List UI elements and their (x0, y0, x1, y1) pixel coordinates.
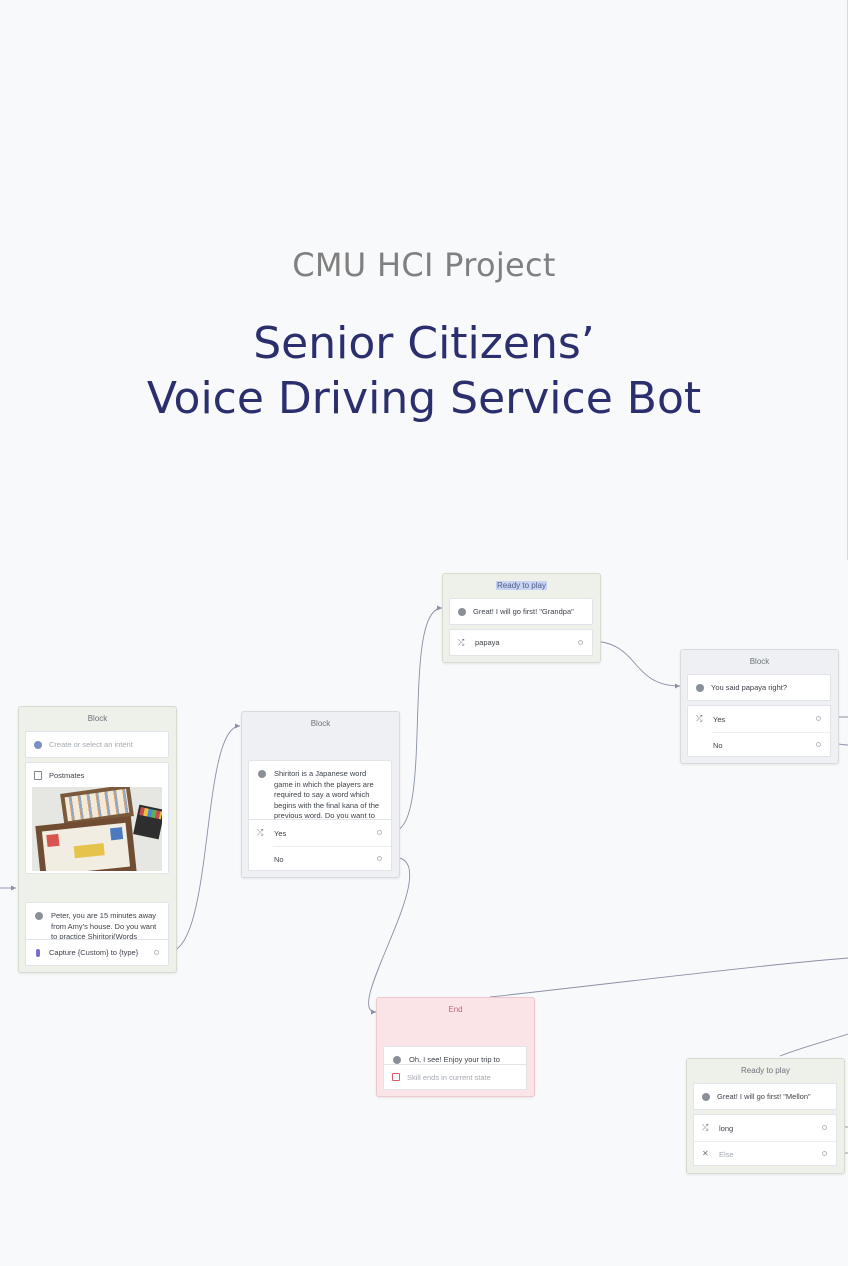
port-dot-icon[interactable] (377, 856, 382, 861)
choice-long[interactable]: ⤮ long (694, 1115, 836, 1141)
title-line-2: Voice Driving Service Bot (146, 373, 702, 424)
branch-icon: ⤮ (458, 637, 465, 647)
image-label: Postmates (49, 770, 85, 780)
block-title: Block (749, 657, 770, 666)
block-title: Block (310, 719, 331, 728)
block-start[interactable]: Block Create or select an intent Postmat… (18, 706, 177, 973)
block-end[interactable]: End Oh, I see! Enjoy your trip to Amy's!… (376, 997, 535, 1097)
message-text: You said papaya right? (711, 683, 788, 692)
title-line-1: Senior Citizens’ (253, 318, 595, 369)
document-icon (34, 770, 42, 780)
else-icon: ✕ (702, 1149, 709, 1158)
block-shiritori[interactable]: Block Shiritori is a Japanese word game … (241, 711, 400, 878)
page-title: Senior Citizens’ Voice Driving Service B… (0, 316, 848, 426)
chat-icon (393, 1056, 401, 1064)
port-dot-icon[interactable] (816, 742, 821, 747)
chat-icon (258, 770, 266, 778)
choice-label: papaya (475, 638, 500, 647)
block-title: Block (87, 714, 108, 723)
microphone-icon (36, 948, 40, 957)
port-dot-icon[interactable] (377, 830, 382, 835)
block-title: Ready to play (741, 1066, 790, 1075)
block-title: Ready to play (496, 581, 547, 590)
exit-text: Skill ends in current state (407, 1072, 491, 1082)
message-text: Great! I will go first! "Mellon" (717, 1092, 811, 1101)
port-dot-icon[interactable] (154, 949, 159, 955)
user-icon (34, 740, 42, 749)
exit-icon (392, 1073, 400, 1081)
image-card[interactable]: Postmates (25, 762, 169, 874)
chat-icon (35, 912, 43, 920)
link-papaya-to-block3 (589, 640, 681, 687)
choice-yes[interactable]: ⤮ Yes (688, 706, 830, 732)
link-yes-to-ready1 (392, 607, 443, 832)
message-card[interactable]: Great! I will go first! "Grandpa" (449, 598, 593, 625)
choice-no-label: No (713, 740, 723, 750)
branch-icon: ⤮ (257, 828, 264, 837)
choice-card[interactable]: ⤮ long ✕ Else (693, 1114, 837, 1166)
link-end-to-right (489, 957, 848, 998)
choice-no-label: No (274, 854, 284, 864)
branch-icon: ⤮ (696, 714, 703, 723)
link-capture-to-block2 (167, 725, 241, 953)
chat-icon (458, 607, 466, 616)
link-to-ready2 (779, 1033, 848, 1057)
port-dot-icon[interactable] (578, 639, 583, 645)
chat-icon (696, 683, 704, 692)
intent-selector[interactable]: Create or select an intent (25, 731, 169, 758)
capture-card[interactable]: Capture {Custom} to {type} (25, 939, 169, 966)
port-dot-icon[interactable] (816, 716, 821, 721)
message-card[interactable]: Great! I will go first! "Mellon" (693, 1083, 837, 1110)
project-subtitle: CMU HCI Project (292, 246, 556, 284)
intent-placeholder: Create or select an intent (49, 740, 133, 749)
link-no-to-end (368, 856, 411, 1013)
port-dot-icon[interactable] (822, 1125, 827, 1130)
choice-else[interactable]: ✕ Else (694, 1141, 836, 1167)
block-ready-to-play-1[interactable]: Ready to play Great! I will go first! "G… (442, 573, 601, 663)
choice-no[interactable]: No (688, 732, 830, 758)
board-games-photo (32, 787, 162, 871)
port-dot-icon[interactable] (822, 1151, 827, 1156)
chat-icon (702, 1092, 710, 1101)
choice-card[interactable]: ⤮ Yes No (687, 705, 831, 757)
choice-yes[interactable]: ⤮ Yes (249, 820, 391, 846)
choice-no[interactable]: No (249, 846, 391, 872)
choice-card[interactable]: ⤮ papaya (449, 629, 593, 656)
else-label: Else (719, 1149, 734, 1159)
choice-long-label: long (719, 1123, 734, 1133)
capture-text: Capture {Custom} to {type} (49, 948, 139, 957)
block-ready-to-play-2[interactable]: Ready to play Great! I will go first! "M… (686, 1058, 845, 1174)
block-title: End (448, 1005, 463, 1014)
exit-card[interactable]: Skill ends in current state (383, 1064, 527, 1090)
branch-icon: ⤮ (702, 1123, 709, 1132)
message-text: Great! I will go first! "Grandpa" (473, 607, 574, 616)
choice-yes-label: Yes (713, 714, 726, 724)
message-card[interactable]: You said papaya right? (687, 674, 831, 701)
choice-card[interactable]: ⤮ Yes No (248, 819, 392, 871)
block-confirm-papaya[interactable]: Block You said papaya right? ⤮ Yes No (680, 649, 839, 764)
choice-yes-label: Yes (274, 828, 287, 838)
